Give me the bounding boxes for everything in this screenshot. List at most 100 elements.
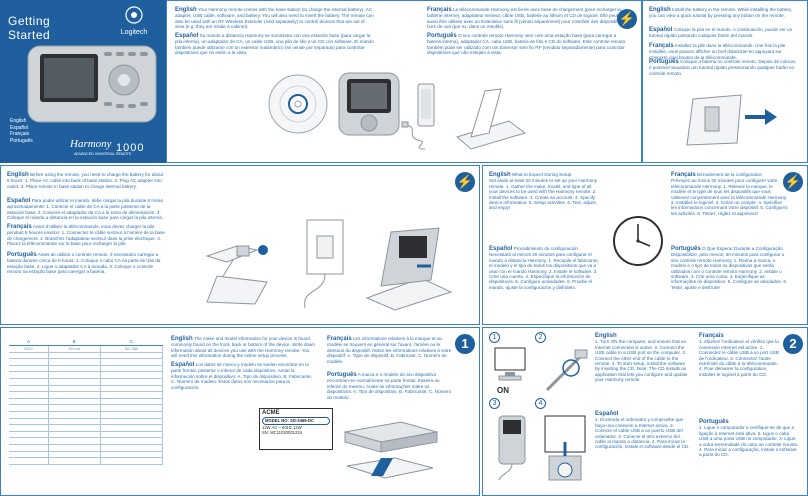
table-cell[interactable] bbox=[100, 365, 163, 373]
table-cell[interactable] bbox=[100, 431, 163, 439]
product-model: 1000 bbox=[116, 142, 145, 154]
table-cell[interactable] bbox=[9, 398, 49, 406]
table-cell[interactable] bbox=[48, 444, 102, 452]
install-software-panel: 1 2 3 4 ON English 1. Turn ON the co bbox=[482, 327, 808, 496]
ac-cable-illustration bbox=[205, 245, 268, 305]
battery-es: Español Coloque la pila en el mando. A c… bbox=[649, 27, 799, 39]
device-label-sn: SN: MC11020001234 bbox=[262, 430, 302, 436]
install-pt-text: 1. Ligue o computador e certifique-se de… bbox=[699, 425, 799, 458]
charge-en: English Before using the remote, you nee… bbox=[7, 172, 167, 189]
table-cell[interactable] bbox=[9, 404, 49, 412]
expect-fr-text: Prévoyez au moins 30 minutes pour config… bbox=[671, 178, 788, 216]
table-cell[interactable] bbox=[100, 444, 163, 452]
table-cell[interactable] bbox=[100, 437, 163, 445]
table-cell[interactable] bbox=[9, 411, 49, 419]
table-cell[interactable] bbox=[48, 457, 102, 465]
battery-illustration bbox=[417, 83, 435, 127]
battery-pt-text: Coloque a bateria no controle remoto. De… bbox=[649, 59, 797, 76]
install-en-head: English bbox=[595, 333, 617, 339]
table-cell[interactable] bbox=[100, 451, 163, 459]
charge-es-head: Español bbox=[7, 198, 31, 204]
battery-en-text: Install the battery in the remote. While… bbox=[649, 7, 793, 19]
remote-in-base-illustration bbox=[365, 227, 453, 311]
devices-es-head: Español bbox=[171, 362, 195, 368]
table-cell[interactable] bbox=[48, 418, 102, 426]
table-cell[interactable] bbox=[9, 371, 49, 379]
table-cell[interactable] bbox=[48, 451, 102, 459]
table-cell[interactable] bbox=[48, 371, 102, 379]
substep-4-badge: 4 bbox=[535, 398, 546, 409]
table-cell[interactable] bbox=[100, 424, 163, 432]
logitech-logo: Logitech bbox=[108, 6, 160, 42]
remote-device-illustration bbox=[24, 42, 162, 126]
intro-pt-text: O seu controle remoto Harmony vem com um… bbox=[427, 33, 626, 56]
table-cell[interactable] bbox=[48, 385, 102, 393]
table-cell[interactable] bbox=[100, 378, 163, 386]
expect-pt-text: Disponibilize, pelo menos, 30 minutos pa… bbox=[671, 252, 788, 290]
table-cell[interactable] bbox=[100, 391, 163, 399]
table-cell[interactable] bbox=[9, 451, 49, 459]
product-badge: Harmony ADVANCED UNIVERSAL REMOTE bbox=[70, 134, 131, 156]
battery-es-head: Español bbox=[649, 27, 673, 33]
table-cell[interactable] bbox=[48, 378, 102, 386]
table-cell[interactable] bbox=[48, 358, 102, 366]
table-cell[interactable] bbox=[9, 391, 49, 399]
table-cell[interactable] bbox=[9, 378, 49, 386]
charge-es-text: Para poder utilizar el mando, debe carga… bbox=[7, 198, 164, 221]
devices-fr-text: Les informations relatives à la marque e… bbox=[327, 336, 452, 364]
table-cell[interactable] bbox=[48, 404, 102, 412]
table-cell[interactable] bbox=[100, 371, 163, 379]
charge-es: Español Para poder utilizar el mando, de… bbox=[7, 198, 167, 221]
battery-en-head: English bbox=[649, 7, 671, 13]
battery-es-text: Coloque la pila en el mando. A continuac… bbox=[649, 27, 793, 39]
battery-fr-text: Installez la pile dans la télécommande. … bbox=[649, 43, 786, 60]
table-cell[interactable] bbox=[100, 411, 163, 419]
charge-fr-head: Français bbox=[7, 224, 32, 230]
computer-illustration bbox=[494, 347, 526, 381]
table-cell[interactable] bbox=[100, 404, 163, 412]
table-cell[interactable] bbox=[48, 352, 102, 360]
table-cell[interactable] bbox=[48, 391, 102, 399]
table-cell[interactable]: SD-356 bbox=[100, 345, 163, 353]
table-cell[interactable] bbox=[100, 352, 163, 360]
table-cell[interactable] bbox=[100, 418, 163, 426]
table-cell[interactable] bbox=[9, 444, 49, 452]
table-cell[interactable] bbox=[48, 365, 102, 373]
table-cell[interactable] bbox=[100, 358, 163, 366]
intro-es-head: Español bbox=[175, 33, 199, 39]
table-cell[interactable]: SDO bbox=[9, 345, 49, 353]
table-cell[interactable] bbox=[48, 424, 102, 432]
table-cell[interactable] bbox=[48, 431, 102, 439]
base-station-illustration bbox=[455, 88, 527, 150]
table-cell[interactable] bbox=[9, 358, 49, 366]
table-cell[interactable] bbox=[100, 398, 163, 406]
expect-es: Español Procedimiento de configuración N… bbox=[489, 246, 601, 290]
table-cell[interactable] bbox=[100, 457, 163, 465]
devices-pt-head: Português bbox=[327, 372, 357, 378]
expect-pt-title: O Que Esperar Durante a Configuração bbox=[701, 246, 783, 251]
cd-insert-illustration bbox=[544, 415, 586, 481]
table-cell[interactable] bbox=[48, 411, 102, 419]
table-cell[interactable] bbox=[9, 424, 49, 432]
cover-title-line1: Getting bbox=[8, 14, 51, 28]
clock-icon bbox=[613, 216, 663, 266]
substep-3-badge: 3 bbox=[489, 398, 500, 409]
charge-en-head: English bbox=[7, 172, 29, 178]
table-cell[interactable] bbox=[9, 437, 49, 445]
devices-pt: Português A marca e o modelo do seu disp… bbox=[327, 372, 453, 400]
usb-icon bbox=[545, 349, 588, 392]
table-cell[interactable] bbox=[100, 385, 163, 393]
expect-pt-head: Português bbox=[671, 246, 701, 252]
table-cell[interactable] bbox=[9, 418, 49, 426]
table-cell[interactable]: Fe.Ind bbox=[48, 345, 102, 353]
table-cell[interactable] bbox=[9, 457, 49, 465]
table-cell[interactable] bbox=[48, 398, 102, 406]
charge-pt: Português Antes de utilizar o controle r… bbox=[7, 252, 167, 275]
table-cell[interactable] bbox=[9, 365, 49, 373]
table-cell[interactable] bbox=[48, 437, 102, 445]
charge-panel: English Before using the remote, you nee… bbox=[0, 165, 480, 325]
table-cell[interactable] bbox=[9, 385, 49, 393]
table-cell[interactable] bbox=[9, 431, 49, 439]
table-cell[interactable] bbox=[9, 352, 49, 360]
